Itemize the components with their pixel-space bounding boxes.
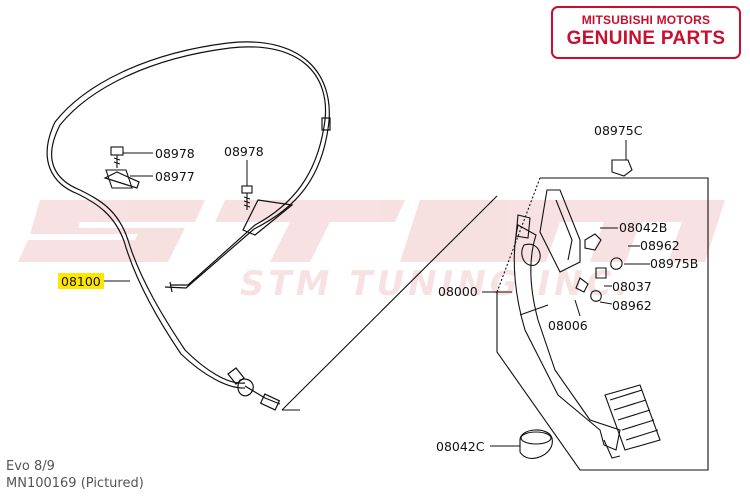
label-08006: 08006 [548,318,588,333]
caption-part-number: MN100169 (Pictured) [6,476,144,491]
label-08978-center: 08978 [224,144,264,159]
label-08042b: 08042B [619,220,667,235]
label-08962-bottom: 08962 [612,298,652,313]
label-08962-top: 08962 [640,238,680,253]
bolt-08978-left [110,146,124,168]
label-08000: 08000 [438,284,478,299]
stm-watermark-text: STM TUNING INC. [240,264,632,304]
inset-frame [281,177,709,471]
label-08975c: 08975C [594,123,643,138]
bracket-08977 [105,169,133,189]
label-08037: 08037 [612,279,652,294]
caption-model: Evo 8/9 [6,459,55,474]
stm-watermark-logo [18,200,725,262]
label-08100: 08100 [61,274,101,289]
highlight-08100 [58,273,104,289]
badge-title: GENUINE PARTS [566,28,726,49]
label-08042c: 08042C [436,439,485,454]
pedal-assembly [513,159,661,459]
label-08978-left: 08978 [155,146,195,161]
genuine-parts-badge: MITSUBISHI MOTORS GENUINE PARTS [551,6,741,59]
label-08977: 08977 [155,169,195,184]
badge-brand: MITSUBISHI MOTORS [581,13,711,27]
accelerator-cable [46,41,331,411]
leader-lines [104,140,650,447]
label-08975b: 08975B [650,256,698,271]
